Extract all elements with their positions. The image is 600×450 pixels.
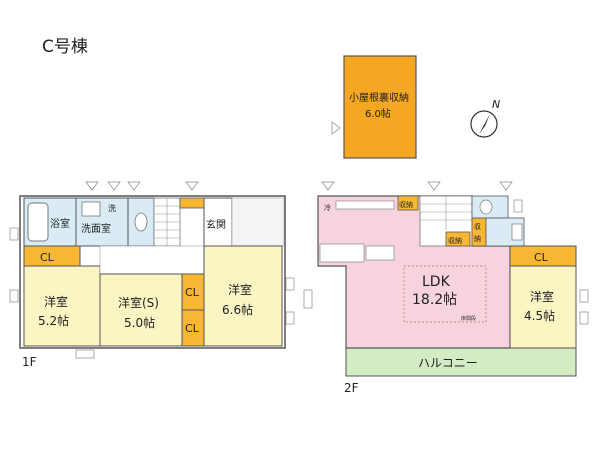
entrance-label: 玄関 — [206, 218, 226, 231]
western-room-4 — [509, 265, 577, 349]
ldk-ceiling-note: 床間段 — [461, 315, 476, 322]
washing-machine-icon — [81, 201, 101, 217]
compass-circle — [470, 110, 498, 138]
closet-1-label: CL — [40, 251, 55, 264]
entrance — [203, 197, 233, 247]
western-room-1 — [23, 265, 101, 347]
hallway-1f — [99, 245, 205, 275]
bathroom-label: 浴室 — [50, 217, 70, 230]
balcony-label: ハルコニー — [418, 356, 478, 370]
kitchen-counter — [335, 200, 395, 210]
attic-storage-size: 6.0帖 — [365, 107, 391, 120]
western-room-1-name: 洋室 — [44, 294, 68, 309]
balcony — [345, 347, 577, 377]
western-room-s — [99, 273, 183, 347]
windows-2f — [303, 181, 589, 325]
western-room-3-name: 洋室 — [228, 282, 252, 297]
storage-3-label-top: 収 — [474, 223, 481, 231]
staircase-1f — [153, 197, 181, 247]
storage-2 — [445, 231, 471, 247]
western-room-4-name: 洋室 — [530, 289, 554, 304]
attic-storage — [343, 55, 417, 159]
compass-north-label: N — [492, 98, 500, 111]
storage-1 — [397, 195, 419, 211]
western-room-s-size: 5.0帖 — [124, 315, 155, 330]
storage-2-label: 収納 — [448, 236, 462, 245]
closet-4-label: CL — [534, 251, 549, 264]
ldk-size: 18.2帖 — [412, 292, 457, 308]
kitchen-island — [319, 243, 365, 263]
toilet-icon — [134, 212, 148, 232]
building-title: C号棟 — [42, 37, 88, 57]
floor-1f-label: 1F — [22, 355, 37, 369]
attic-storage-name: 小屋根裏収納 — [349, 91, 409, 104]
storage-1-label: 収納 — [399, 200, 413, 209]
attic: 小屋根裏収納 6.0帖 — [331, 55, 417, 159]
closet-2-label: CL — [185, 286, 200, 299]
western-room-3-size: 6.6帖 — [222, 302, 253, 317]
wash-basin-icon — [511, 223, 523, 241]
shoe-closet — [179, 197, 205, 209]
north-arrow-icon — [479, 114, 490, 134]
refrigerator-label: 冷 — [324, 203, 331, 212]
floor-2f-label: 2F — [344, 381, 359, 395]
western-room-s-name: 洋室(S) — [118, 295, 159, 310]
western-room-3 — [203, 245, 283, 347]
kitchen-sink-icon — [365, 245, 395, 261]
floor-2f: ハルコニー 冷 収納 収納 収 納 — [303, 181, 589, 395]
ldk-name: LDK — [422, 274, 451, 290]
attic-window-icon — [331, 121, 341, 135]
washing-machine-label: 洗 — [108, 203, 116, 213]
floor-1f: 浴室 洗 洗面室 玄関 CL 洋室 5.2帖 — [9, 181, 295, 369]
storage-3-label-bottom: 納 — [474, 234, 481, 243]
western-room-4-size: 4.5帖 — [524, 308, 555, 323]
compass: N — [470, 98, 500, 138]
western-room-1-size: 5.2帖 — [38, 313, 69, 328]
closet-3-label: CL — [185, 322, 200, 335]
washroom-label: 洗面室 — [81, 222, 111, 235]
ldk-ceiling-outline — [403, 265, 487, 323]
bathtub-icon — [27, 202, 49, 242]
porch — [231, 197, 285, 247]
toilet-2f-icon — [479, 199, 493, 215]
windows-1f — [9, 181, 295, 359]
